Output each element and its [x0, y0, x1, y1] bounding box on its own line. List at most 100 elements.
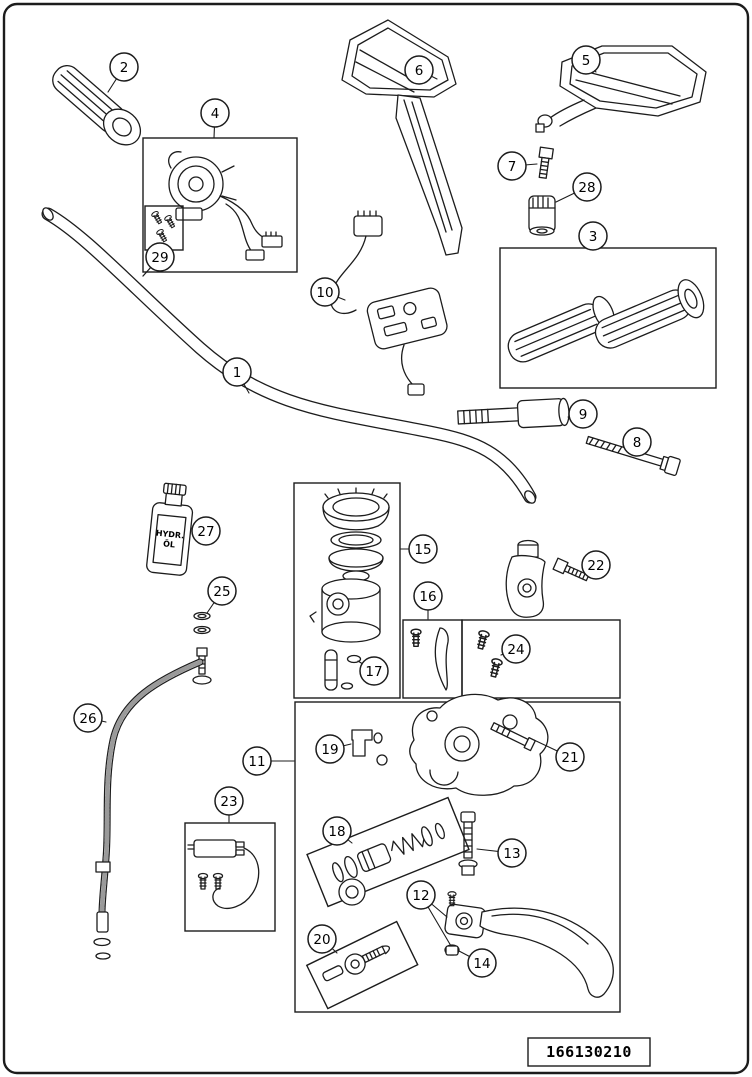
reservoir-pin-drawing [324, 649, 362, 691]
right-mirror-drawing [535, 45, 707, 133]
master-cylinder-body-drawing [409, 693, 549, 796]
callout-3[interactable]: 3 [578, 221, 608, 251]
callout-circle[interactable] [145, 242, 175, 272]
callout-22[interactable]: 22 [581, 550, 611, 580]
callout-29[interactable]: 29 [145, 242, 175, 272]
callout-number: 11 [248, 754, 265, 770]
callout-circle[interactable] [242, 746, 272, 776]
callout-circle[interactable] [497, 151, 527, 181]
callout-number: 4 [211, 106, 220, 122]
callout-24[interactable]: 24 [500, 634, 531, 664]
callout-21[interactable]: 21 [533, 739, 585, 772]
callout-23[interactable]: 23 [214, 786, 244, 823]
callout-number: 17 [365, 664, 382, 680]
callout-circle[interactable] [467, 948, 497, 978]
callout-14[interactable]: 14 [458, 948, 497, 978]
callout-number: 6 [415, 63, 424, 79]
callout-15[interactable]: 15 [399, 534, 438, 564]
callout-circle[interactable] [404, 55, 434, 85]
callout-number: 5 [582, 53, 591, 69]
callout-8[interactable]: 8 [622, 427, 652, 457]
oil-label-line1: HYDR. [155, 529, 184, 541]
callout-11[interactable]: 11 [242, 746, 295, 776]
part-number-box: 166130210 [527, 1037, 651, 1067]
callout-number: 1 [233, 365, 242, 381]
reservoir-body-drawing [309, 578, 381, 643]
callout-6[interactable]: 6 [404, 55, 438, 85]
callout-number: 25 [213, 584, 230, 600]
throttle-sleeve-drawing [528, 195, 556, 236]
callout-circle[interactable] [200, 98, 230, 128]
callout-18[interactable]: 18 [322, 816, 353, 846]
switch-assembly-box [142, 137, 298, 273]
brake-hose-drawing [93, 658, 204, 960]
callout-9[interactable]: 9 [567, 399, 598, 429]
left-grip-drawing [52, 65, 142, 146]
callout-25[interactable]: 25 [206, 576, 237, 614]
switch-assembly-drawing [168, 151, 283, 261]
callout-number: 16 [419, 589, 436, 605]
callout-number: 10 [316, 285, 333, 301]
callout-5[interactable]: 5 [571, 45, 601, 75]
callout-circle[interactable] [406, 880, 436, 910]
callout-10[interactable]: 10 [310, 277, 346, 307]
callout-circle[interactable] [572, 172, 602, 202]
callout-4[interactable]: 4 [200, 98, 230, 139]
callout-circle[interactable] [310, 277, 340, 307]
callout-circle[interactable] [497, 838, 527, 868]
combination-switch-drawing [330, 210, 448, 396]
callout-number: 23 [220, 794, 237, 810]
callout-circle[interactable] [214, 786, 244, 816]
callout-number: 26 [79, 711, 96, 727]
callout-circle[interactable] [555, 742, 585, 772]
part-number: 166130210 [546, 1043, 632, 1061]
callout-number: 7 [508, 159, 517, 175]
callout-28[interactable]: 28 [555, 172, 602, 203]
callout-circle[interactable] [315, 734, 345, 764]
banjo-fittings-drawing [192, 611, 212, 685]
callout-19[interactable]: 19 [315, 734, 352, 764]
callout-circle[interactable] [222, 357, 252, 387]
callout-circle[interactable] [73, 703, 103, 733]
callout-number: 28 [578, 180, 595, 196]
callout-circle[interactable] [622, 427, 652, 457]
callout-circle[interactable] [581, 550, 611, 580]
callout-17[interactable]: 17 [357, 656, 389, 686]
callout-circle[interactable] [359, 656, 389, 686]
callout-number: 15 [414, 542, 431, 558]
callout-circle[interactable] [191, 516, 221, 546]
callout-number: 12 [412, 888, 429, 904]
callout-circle[interactable] [578, 221, 608, 251]
callout-layer: 1234567891011121314151617181920212223242… [73, 45, 652, 978]
adjuster-kit-drawing [305, 920, 419, 1010]
callout-number: 3 [589, 229, 598, 245]
callout-13[interactable]: 13 [476, 838, 527, 868]
callout-20[interactable]: 20 [307, 924, 338, 954]
callout-1[interactable]: 1 [222, 357, 252, 394]
callout-circle[interactable] [568, 399, 598, 429]
callout-circle[interactable] [322, 816, 352, 846]
clamp-screw-box [402, 619, 463, 699]
callout-26[interactable]: 26 [73, 703, 107, 733]
callout-circle[interactable] [413, 581, 443, 611]
oil-label-line2: ÖL [163, 538, 176, 549]
callout-27[interactable]: 27 [191, 516, 221, 546]
callout-circle[interactable] [307, 924, 337, 954]
callout-16[interactable]: 16 [413, 581, 443, 620]
callout-circle[interactable] [408, 534, 438, 564]
callout-circle[interactable] [207, 576, 237, 606]
callout-7[interactable]: 7 [497, 151, 538, 181]
screw-set-drawing [150, 209, 177, 244]
callout-circle[interactable] [109, 52, 139, 82]
reservoir-parts-box [293, 482, 401, 699]
callout-number: 27 [197, 524, 214, 540]
callout-2[interactable]: 2 [107, 52, 139, 93]
callout-circle[interactable] [571, 45, 601, 75]
callout-12[interactable]: 12 [406, 880, 452, 947]
callout-number: 14 [473, 956, 490, 972]
callout-number: 21 [561, 750, 578, 766]
callout-circle[interactable] [501, 634, 531, 664]
clamp-bolt-drawing [552, 557, 590, 582]
